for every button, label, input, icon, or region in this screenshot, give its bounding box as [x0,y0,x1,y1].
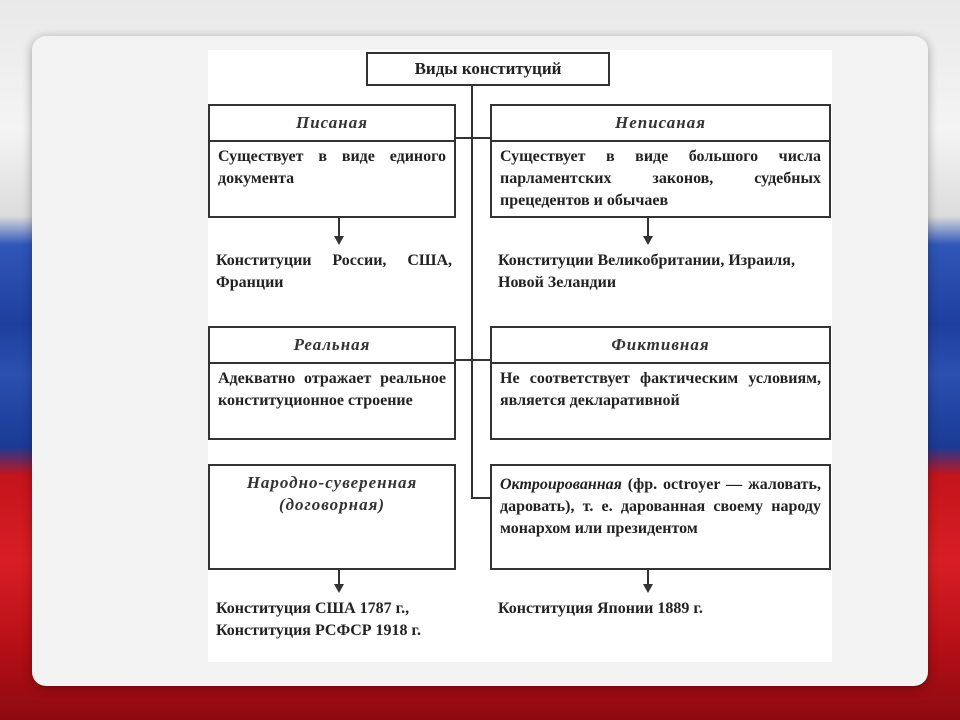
box-octroyed: Октроированная (фр. octroyer — жаловать,… [490,464,831,570]
box-real-header: Реальная [210,328,454,364]
arrow-head-written [334,236,344,245]
diagram-title: Виды конституций [366,52,610,86]
box-unwritten-desc: Существует в виде большого числа парламе… [500,148,821,209]
box-octroyed-text: Октроированная (фр. octroyer — жаловать,… [492,466,829,540]
box-real: Реальная Адекватно отражает реальное кон… [208,326,456,440]
arrow-head-octroyed [643,584,653,593]
box-fictive: Фиктивная Не соответствует фактическим у… [490,326,831,440]
box-written: Писаная Существует в виде единого докуме… [208,104,456,218]
arrow-stem-octroyed [647,570,649,586]
box-popular-sovereign-header-line1: Народно-суверенная [246,473,418,492]
box-octroyed-desc: (фр. octroyer — жаловать, даровать), т. … [500,476,821,537]
box-written-header: Писаная [210,106,454,142]
arrow-stem-popular [338,570,340,586]
example-octroyed: Конституция Японии 1889 г. [498,600,703,617]
arrow-head-unwritten [643,236,653,245]
box-unwritten-header: Неписаная [492,106,829,142]
connector-row2 [455,359,492,361]
arrow-stem-written [338,218,340,238]
box-popular-sovereign-header: Народно-суверенная (договорная) [210,466,454,516]
example-popular: Конституция США 1787 г., Конституция РСФ… [216,600,421,639]
connector-vertical [471,86,473,498]
example-written: Конституции России, США, Франции [216,252,452,291]
box-unwritten: Неписаная Существует в виде большого чис… [490,104,831,218]
box-popular-sovereign: Народно-суверенная (договорная) [208,464,456,570]
connector-row3 [471,497,492,499]
example-unwritten: Конституции Великобритании, Израиля, Нов… [498,252,795,291]
box-real-desc: Адекватно отражает реальное конституцион… [218,370,446,409]
box-fictive-desc: Не соответствует фактическим условиям, я… [500,370,821,409]
box-fictive-header: Фиктивная [492,328,829,364]
box-octroyed-term: Октроированная [500,476,622,493]
box-written-desc: Существует в виде единого документа [218,148,446,187]
arrow-head-popular [334,584,344,593]
arrow-stem-unwritten [647,218,649,238]
box-popular-sovereign-header-line2: (договорная) [278,495,386,514]
connector-row1 [455,137,492,139]
